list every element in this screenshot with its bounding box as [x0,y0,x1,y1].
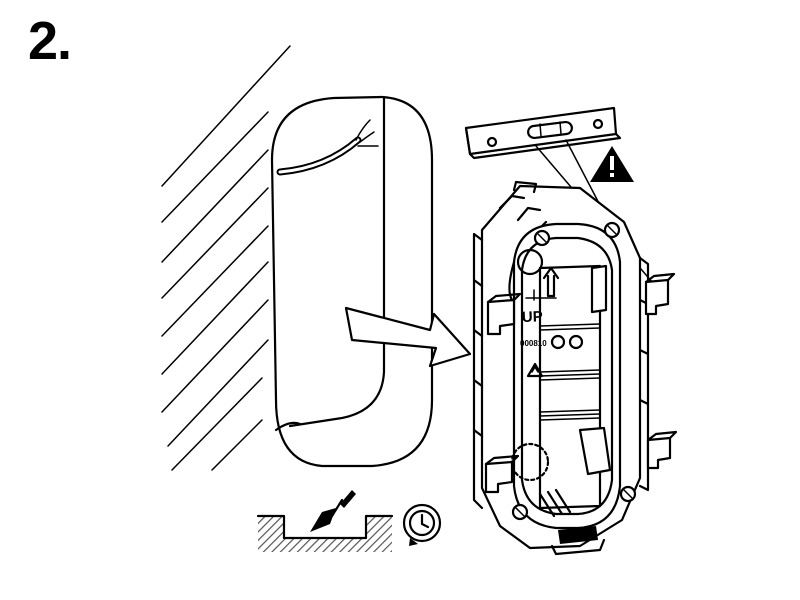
clock-wait-icon [402,503,442,546]
box-code-label: 000810 [520,339,547,348]
screw-bottom-left [511,503,529,521]
claw-upper-left [486,292,522,336]
warning-triangle-icon [590,146,634,182]
flush-mounting-box: UP 000810 [472,180,678,556]
screw-top-right [603,221,621,239]
claw-lower-right [646,430,678,470]
recycling-icon [526,362,544,378]
plaster-recess-icon [256,514,394,552]
up-label: UP [522,308,543,326]
wall-hatching [161,45,291,471]
trowel-icon [310,490,356,532]
step-number: 2. [28,11,72,71]
screw-top-left [533,229,551,247]
up-arrow-icon [525,266,560,301]
wall-recess [270,95,434,468]
insert-arrow [344,306,472,368]
screw-bottom-right [619,485,637,503]
spirit-level-icon [464,106,622,160]
cable [276,119,379,176]
claw-upper-right [644,272,676,316]
